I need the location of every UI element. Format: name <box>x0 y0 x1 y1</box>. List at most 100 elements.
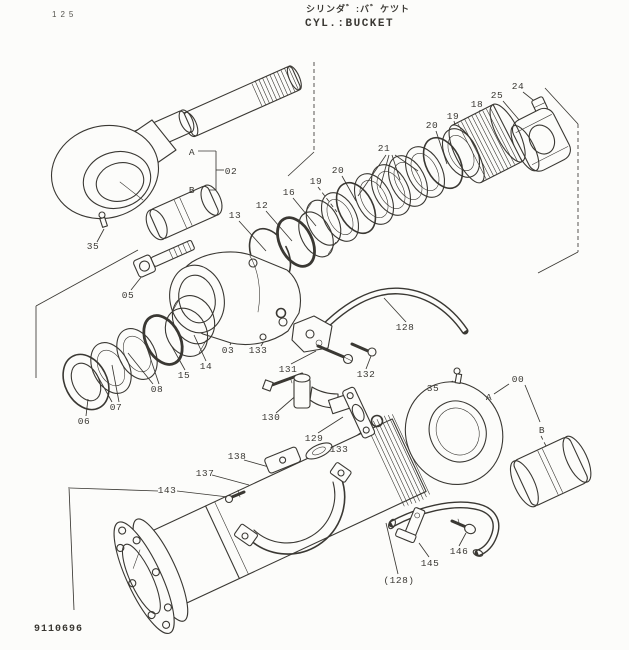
part-pipe-128-lower <box>388 501 500 557</box>
leader-line <box>176 490 229 498</box>
part-label-13: 13 <box>229 210 241 221</box>
part-rod-seal-07 <box>90 342 132 394</box>
part-label-18: 18 <box>471 99 483 110</box>
part-label-128b: (128) <box>383 575 414 586</box>
leader-line <box>211 474 250 486</box>
leader-line <box>96 228 105 243</box>
leader-line <box>385 522 399 575</box>
part-wear-ring-16 <box>298 199 342 258</box>
leader-line <box>170 344 186 371</box>
part-label-14: 14 <box>200 361 212 372</box>
part-ring-21d <box>353 173 395 225</box>
part-label-05: 05 <box>122 290 134 301</box>
part-label-133a: 133 <box>249 345 268 356</box>
leader-line <box>544 87 579 125</box>
part-label-03: 03 <box>222 345 234 356</box>
part-piston-18 <box>448 103 526 184</box>
part-oring-133-left <box>275 307 287 319</box>
part-piston-rod <box>182 65 302 138</box>
part-eye-bushing-B1 <box>145 184 223 241</box>
leader-line <box>537 251 579 274</box>
part-screw-143 <box>224 489 246 504</box>
part-label-02: 02 <box>225 166 237 177</box>
rod-thread-hatch <box>254 67 299 106</box>
part-grease-fitting-35-left <box>98 211 108 228</box>
part-label-12: 12 <box>256 200 268 211</box>
part-label-129: 129 <box>305 433 324 444</box>
leader-line <box>111 364 120 403</box>
leader-line <box>35 249 139 307</box>
leader-line <box>317 186 338 213</box>
part-label-35a: 35 <box>87 241 99 252</box>
part-label-B1: B <box>189 185 195 196</box>
drawing-code: 9110696 <box>34 624 84 635</box>
part-label-143: 143 <box>158 485 177 496</box>
part-seal-kit-stack <box>62 295 216 411</box>
leader-line <box>317 416 344 434</box>
part-buffer-ring-15 <box>142 314 184 366</box>
part-bolt-132 <box>350 342 377 357</box>
part-label-24: 24 <box>512 81 524 92</box>
part-label-20a: 20 <box>332 165 344 176</box>
part-label-A1: A <box>189 147 195 158</box>
leader-line <box>69 487 159 492</box>
part-ring-21c <box>370 164 412 216</box>
leader-line <box>341 175 357 202</box>
leader-line <box>383 297 407 323</box>
part-label-138: 138 <box>228 451 247 462</box>
leader-line <box>193 334 207 362</box>
part-label-19a: 19 <box>310 176 322 187</box>
part-label-130: 130 <box>262 412 281 423</box>
part-fitting-block <box>291 315 333 353</box>
part-bolt-146 <box>450 518 476 535</box>
part-elbow-130 <box>293 373 359 415</box>
part-label-132: 132 <box>357 369 376 380</box>
part-ring-19b <box>441 128 481 178</box>
part-label-35b: 35 <box>427 383 439 394</box>
tube-weld-hatch <box>366 414 430 507</box>
part-cylinder-tube-00 <box>113 381 504 634</box>
part-dust-seal-06 <box>62 353 110 411</box>
part-pipe-128 <box>308 287 469 344</box>
part-label-128: 128 <box>396 322 415 333</box>
part-cap-25 <box>510 107 571 172</box>
leader-line <box>418 542 430 558</box>
leader-line <box>85 398 89 417</box>
leader-line <box>458 532 467 547</box>
part-clamp-band-137 <box>234 462 352 555</box>
part-label-137: 137 <box>196 468 215 479</box>
part-oring-133-right <box>370 414 384 428</box>
part-label-146: 146 <box>450 546 469 557</box>
leader-line <box>493 383 510 395</box>
leader-line <box>238 220 267 252</box>
flange-bolt-holes <box>116 526 172 629</box>
part-ring-20a <box>335 181 377 235</box>
part-rod-eye <box>50 119 177 220</box>
part-label-A2: A <box>486 392 492 403</box>
part-label-131: 131 <box>279 364 298 375</box>
part-ring-19a <box>320 192 360 242</box>
page-title: CYL.:BUCKET <box>305 18 395 30</box>
part-flange-129 <box>342 386 376 439</box>
leader-line <box>287 151 315 177</box>
page-number: 125 <box>52 10 78 19</box>
part-label-145: 145 <box>421 558 440 569</box>
part-seal-ring-12 <box>276 216 316 268</box>
leader-line <box>435 130 448 165</box>
part-ring-20b <box>422 136 464 190</box>
part-seal-ring-set <box>248 128 481 283</box>
part-label-16: 16 <box>283 187 295 198</box>
part-label-08: 08 <box>151 384 163 395</box>
piston-rib-hatch <box>457 107 518 180</box>
part-grease-fitting-35-right <box>453 367 463 384</box>
leader-line <box>145 344 160 385</box>
leader-line <box>524 384 541 423</box>
part-label-06: 06 <box>78 416 90 427</box>
part-label-25: 25 <box>491 90 503 101</box>
part-bolt-05 <box>133 240 195 278</box>
part-ring-21a <box>404 146 446 198</box>
leader-line <box>290 350 317 365</box>
